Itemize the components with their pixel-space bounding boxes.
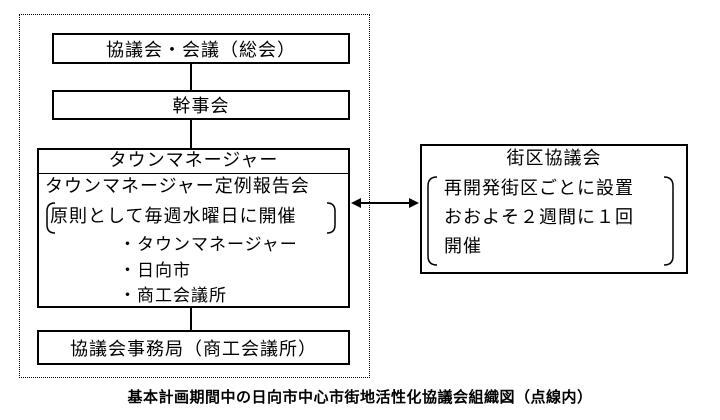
secretariat-box: 協議会事務局（商工会議所）: [37, 330, 350, 365]
double-arrow-icon: [351, 198, 419, 208]
connector-line: [190, 308, 192, 330]
district-council-title: 街区協議会: [506, 148, 602, 169]
regular-meeting-label: タウンマネージャー定例報告会: [45, 176, 310, 197]
organization-frame: [19, 14, 370, 378]
secretariat-label: 協議会事務局（商工会議所）: [70, 338, 317, 360]
left-bracket: [46, 202, 56, 234]
member-item: ・日向市: [119, 261, 191, 281]
diagram-caption: 基本計画期間中の日向市中心市街地活性化協議会組織図（点線内）: [127, 388, 593, 406]
town-manager-title: タウンマネージャー: [108, 150, 279, 171]
general-meeting-label: 協議会・会議（総会）: [106, 39, 296, 61]
member-item: ・タウンマネージャー: [119, 235, 298, 255]
member-item: ・商工会議所: [119, 286, 227, 306]
district-council-box: 街区協議会 再開発街区ごとに設置 おおよそ２週間に１回 開催: [420, 144, 688, 274]
general-meeting-box: 協議会・会議（総会）: [52, 33, 350, 64]
district-desc-line: 開催: [444, 236, 482, 257]
right-bracket: [326, 202, 336, 234]
town-manager-box: タウンマネージャー タウンマネージャー定例報告会 原則として毎週水曜日に開催 ・…: [37, 148, 350, 308]
right-bracket: [663, 176, 674, 266]
title-divider: [39, 173, 348, 174]
secretaries-box: 幹事会: [52, 90, 350, 120]
meeting-schedule: 原則として毎週水曜日に開催: [50, 206, 297, 227]
connector-line: [190, 64, 192, 90]
district-desc-line: 再開発街区ごとに設置: [444, 178, 634, 199]
district-desc-line: おおよそ２週間に１回: [444, 207, 634, 228]
connector-line: [190, 120, 192, 148]
secretaries-label: 幹事会: [172, 96, 230, 117]
left-bracket: [427, 176, 438, 266]
